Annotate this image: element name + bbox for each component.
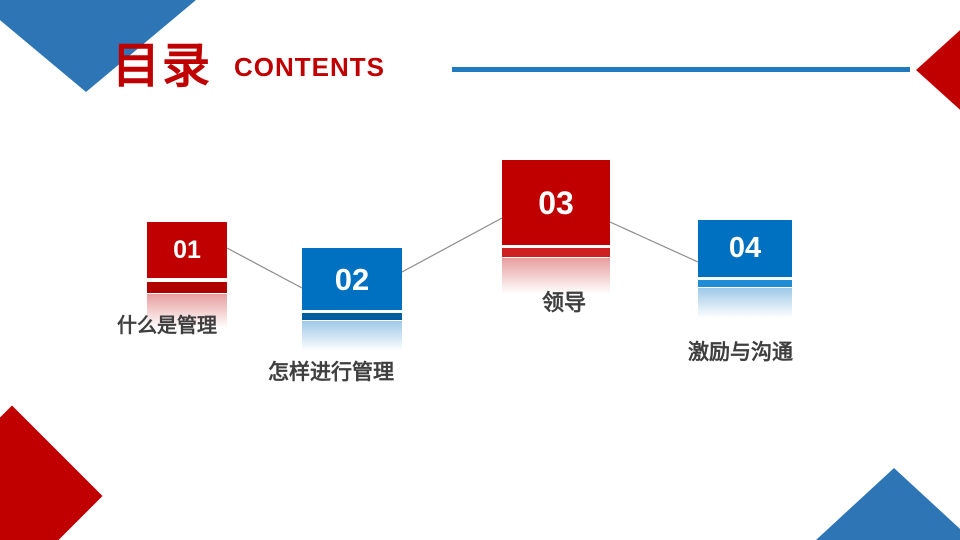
step-accent-bar-04 [698,280,792,287]
step-item-04[interactable]: 04 [698,220,792,318]
step-label-01: 什么是管理 [117,315,217,337]
page-title-en: CONTENTS [234,52,386,82]
slide-header: 目录 CONTENTS [112,36,385,98]
corner-diamond-bottom-left-icon [0,405,103,540]
step-item-02[interactable]: 02 [302,248,402,351]
step-label-04: 激励与沟通 [688,341,793,364]
step-number-box-02: 02 [302,248,402,310]
step-reflection-03 [502,258,610,294]
step-reflection-02 [302,321,402,351]
step-reflection-01 [147,294,227,328]
step-label-03: 领导 [542,290,587,315]
step-label-02: 怎样进行管理 [268,361,394,384]
step-accent-bar-02 [302,313,402,320]
step-number-box-03: 03 [502,160,610,245]
corner-triangle-top-left-icon [0,0,196,92]
corner-triangle-bottom-right-icon [816,468,960,540]
step-number-01: 01 [173,235,201,264]
corner-triangle-top-right-icon [916,14,960,126]
step-accent-bar-01 [147,282,227,293]
step-number-03: 03 [538,184,574,221]
step-number-box-01: 01 [147,222,227,278]
header-divider-line [452,67,910,72]
step-number-04: 04 [728,232,762,264]
step-accent-bar-03 [502,248,610,257]
step-number-box-04: 04 [698,220,792,277]
step-reflection-04 [698,288,792,318]
step-item-03[interactable]: 03 [502,160,610,294]
step-item-01[interactable]: 01 [147,222,227,328]
step-number-02: 02 [334,261,370,297]
page-title-cn: 目录 [112,40,213,93]
